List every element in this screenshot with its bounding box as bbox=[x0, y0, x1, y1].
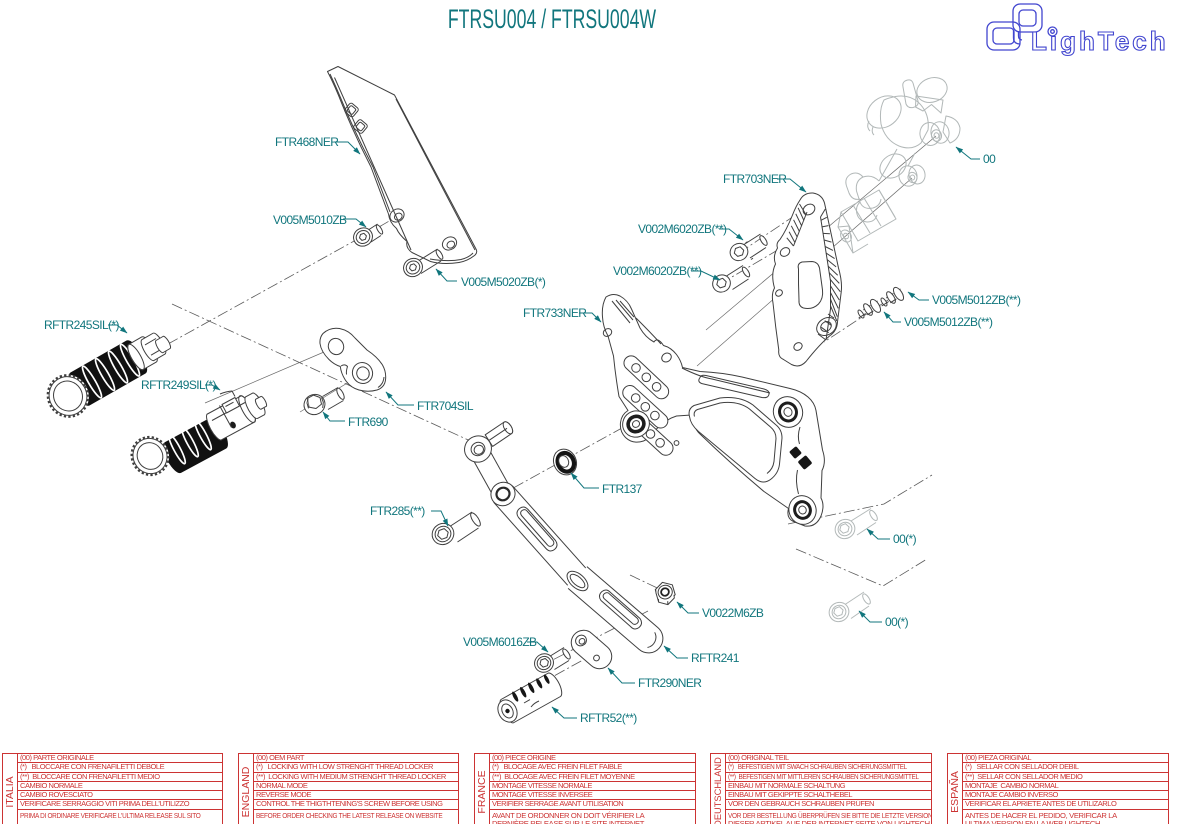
svg-text:FTR468NER: FTR468NER bbox=[275, 135, 339, 149]
svg-text:V005M5010ZB: V005M5010ZB bbox=[273, 213, 347, 227]
svg-text:00: 00 bbox=[983, 152, 996, 166]
svg-text:00(*): 00(*) bbox=[893, 532, 917, 546]
svg-text:FTRSU004 / FTRSU004W: FTRSU004 / FTRSU004W bbox=[448, 3, 657, 34]
svg-text:RFTR249SIL(*): RFTR249SIL(*) bbox=[141, 378, 216, 392]
svg-text:V005M5020ZB(*): V005M5020ZB(*) bbox=[461, 275, 546, 289]
svg-text:FTR137: FTR137 bbox=[602, 482, 643, 496]
svg-text:RFTR241: RFTR241 bbox=[691, 651, 740, 665]
svg-text:FTR703NER: FTR703NER bbox=[723, 172, 787, 186]
svg-text:V005M5012ZB(**): V005M5012ZB(**) bbox=[932, 293, 1021, 307]
svg-text:V0022M6ZB: V0022M6ZB bbox=[702, 606, 764, 620]
svg-text:V002M6020ZB(**): V002M6020ZB(**) bbox=[613, 264, 702, 278]
svg-text:00(*): 00(*) bbox=[885, 615, 909, 629]
svg-text:FTR704SIL: FTR704SIL bbox=[417, 399, 474, 413]
svg-text:V002M6020ZB(**): V002M6020ZB(**) bbox=[638, 222, 727, 236]
svg-text:FTR285(**): FTR285(**) bbox=[370, 504, 425, 518]
svg-text:RFTR52(**): RFTR52(**) bbox=[580, 711, 637, 725]
svg-text:V005M6016ZB: V005M6016ZB bbox=[463, 635, 537, 649]
svg-text:RFTR245SIL(*): RFTR245SIL(*) bbox=[44, 318, 119, 332]
svg-text:FTR290NER: FTR290NER bbox=[638, 676, 702, 690]
svg-text:FTR733NER: FTR733NER bbox=[523, 306, 587, 320]
svg-text:V005M5012ZB(**): V005M5012ZB(**) bbox=[904, 315, 993, 329]
svg-text:LighTech: LighTech bbox=[1031, 26, 1169, 56]
svg-text:FTR690: FTR690 bbox=[348, 415, 389, 429]
